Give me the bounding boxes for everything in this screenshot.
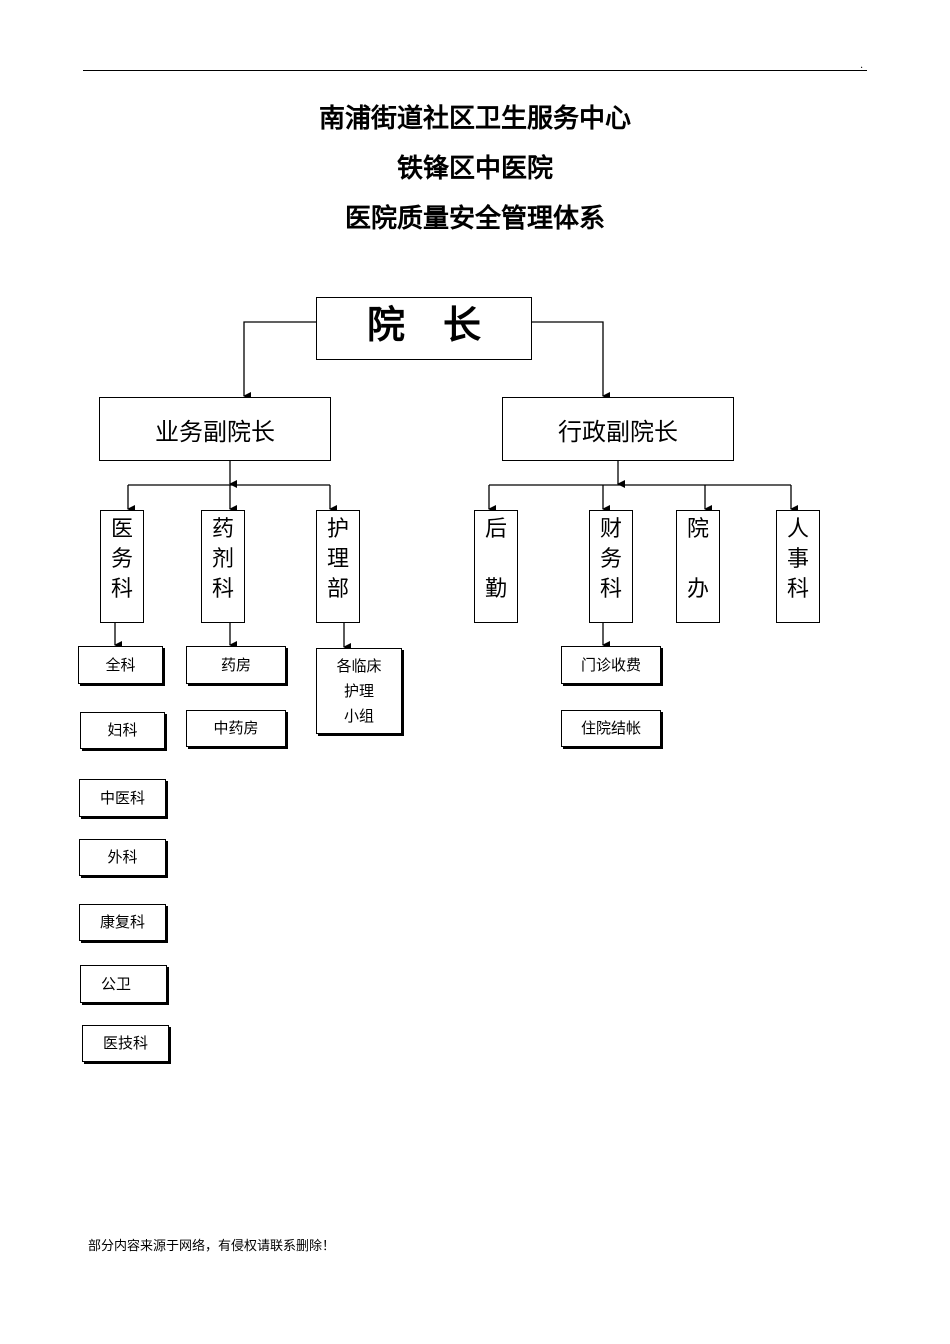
box-medical-affairs: 医 务 科 [100, 510, 144, 623]
footer-disclaimer: 部分内容来源于网络，有侵权请联系删除！ [88, 1239, 336, 1254]
header-rule [83, 70, 867, 71]
box-office: 院 办 [676, 510, 720, 623]
logistics-label: 后 勤 [484, 517, 507, 602]
head-label: 院 长 [366, 302, 481, 347]
box-head: 院 长 [316, 297, 532, 360]
title-line-3: 医院质量安全管理体系 [344, 204, 605, 234]
box-logistics: 后 勤 [474, 510, 518, 623]
unit-tcm-pharmacy: 中药房 [186, 710, 286, 747]
unit-label: 外科 [107, 848, 138, 866]
box-hr: 人 事 科 [776, 510, 820, 623]
unit-clinical-nursing-groups: 各临床 护理 小组 [316, 648, 402, 734]
unit-label: 中医科 [99, 788, 145, 807]
box-finance: 财 务 科 [589, 510, 633, 623]
office-label: 院 办 [686, 517, 709, 602]
unit-label: 医技科 [102, 1034, 148, 1052]
box-pharmacy-dept: 药 剂 科 [201, 510, 245, 623]
unit-label: 各临床 护理 小组 [336, 656, 382, 725]
unit-label: 中药房 [213, 719, 259, 737]
unit-rehabilitation: 康复科 [79, 904, 166, 941]
medical-affairs-label: 医 务 科 [110, 517, 133, 602]
box-nursing-dept: 护 理 部 [316, 510, 360, 623]
unit-label: 药房 [220, 655, 251, 674]
unit-label: 康复科 [99, 913, 145, 931]
unit-inpatient-billing: 住院结帐 [561, 710, 661, 747]
unit-pharmacy: 药房 [186, 646, 286, 684]
box-business-vp: 业务副院长 [99, 397, 331, 461]
unit-medical-tech: 医技科 [82, 1025, 169, 1062]
unit-surgery: 外科 [79, 839, 166, 876]
title-line-2: 铁锋区中医院 [396, 154, 553, 184]
nursing-dept-label: 护 理 部 [326, 517, 349, 602]
business-vp-label: 业务副院长 [155, 417, 275, 446]
unit-tcm: 中医科 [79, 779, 166, 817]
unit-general: 全科 [78, 646, 163, 684]
unit-label: 公卫 [101, 974, 132, 993]
unit-label: 妇科 [107, 721, 138, 739]
finance-label: 财 务 科 [599, 517, 622, 602]
unit-gynecology: 妇科 [80, 712, 165, 749]
admin-vp-label: 行政副院长 [558, 417, 678, 446]
title-line-1: 南浦街道社区卫生服务中心 [318, 104, 631, 134]
unit-label: 住院结帐 [580, 719, 641, 737]
unit-public-health: 公卫 [80, 965, 167, 1003]
corner-mark: . [860, 60, 864, 71]
unit-label: 门诊收费 [580, 655, 641, 674]
hr-label: 人 事 科 [786, 517, 809, 602]
unit-label: 全科 [105, 655, 136, 674]
box-admin-vp: 行政副院长 [502, 397, 734, 461]
unit-outpatient-billing: 门诊收费 [561, 646, 661, 684]
pharmacy-dept-label: 药 剂 科 [211, 517, 234, 602]
